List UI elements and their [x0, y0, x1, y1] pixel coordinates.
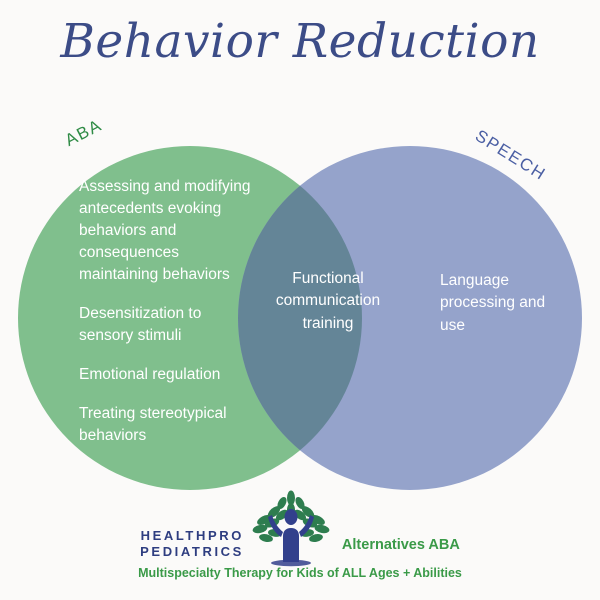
aba-item-2: Desensitization to sensory stimuli [79, 305, 202, 344]
venn-intersection [238, 146, 362, 490]
aba-item-3: Emotional regulation [79, 366, 221, 383]
footer-band [0, 536, 600, 600]
brand-line-1: HEALTHPRO [140, 528, 244, 544]
intersection-text: Functional communication training [275, 270, 381, 332]
aba-item-list: Assessing and modifying antecedents evok… [79, 176, 259, 447]
brand-line-2: PEDIATRICS [140, 544, 244, 559]
tree-person-logo [246, 490, 338, 568]
aba-item-1: Assessing and modifying antecedents evok… [79, 178, 251, 283]
speech-item-1: Language processing and use [440, 272, 546, 334]
healthpro-wordmark: HEALTHPRO PEDIATRICS [140, 528, 244, 560]
page-title: Behavior Reduction [60, 14, 540, 69]
partner-name: Alternatives ABA [341, 537, 460, 553]
logo-tagline: Multispecialty Therapy for Kids of ALL A… [138, 566, 462, 580]
logo-block: HEALTHPRO PEDIATRICS [0, 490, 600, 590]
tree-person-icon [252, 490, 330, 567]
aba-item-4: Treating stereotypical behaviors [79, 405, 227, 444]
